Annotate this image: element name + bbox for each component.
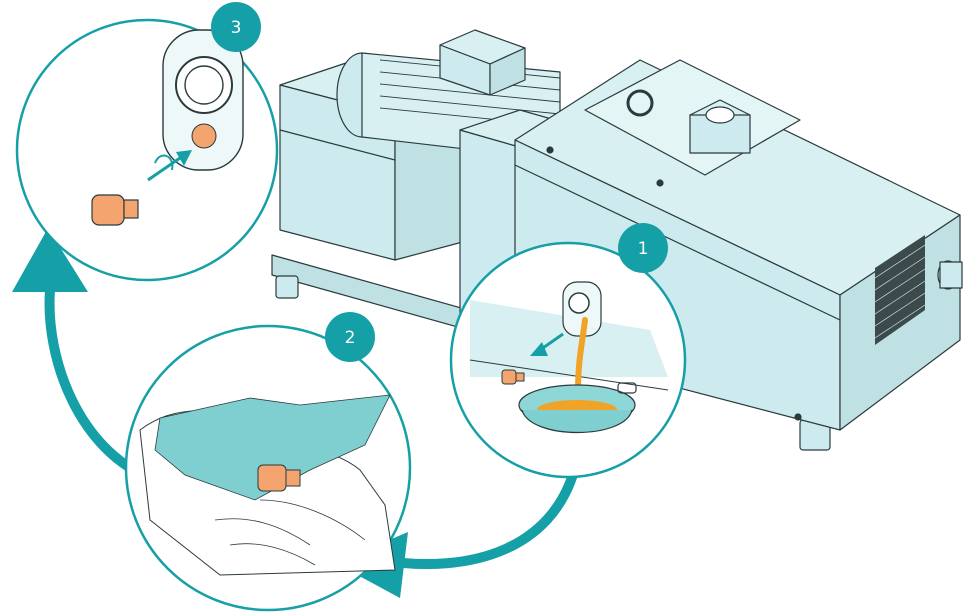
- step-3-badge: [211, 2, 261, 52]
- step-3-number: 3: [231, 18, 242, 38]
- lifting-eye: [626, 89, 654, 117]
- exhaust-pipe: [939, 261, 963, 289]
- step-1-pump-edge: [469, 359, 669, 391]
- step-2-badge: [325, 312, 375, 362]
- drain-plug-reinstall: [91, 194, 125, 226]
- pump-foot: [275, 275, 299, 299]
- oil-pan-handle: [617, 382, 637, 394]
- reinstall-arrow: [147, 156, 181, 182]
- step-3-detail: 3: [15, 2, 279, 282]
- screw: [656, 179, 664, 187]
- screw: [794, 413, 802, 421]
- drain-plug-reinstall-thread: [123, 199, 139, 219]
- drain-port-opening: [568, 292, 590, 314]
- arrow-step1-to-step2: [379, 454, 583, 570]
- step-1-pump-surface: [470, 300, 668, 377]
- reinstall-arrow-head: [176, 150, 192, 166]
- step-2-detail: 2: [124, 312, 412, 612]
- sight-glass-lens: [705, 106, 735, 124]
- step-1-number: 1: [638, 239, 649, 259]
- drain-plug-thread: [515, 372, 525, 382]
- grille-mesh: [874, 244, 926, 339]
- cleaning-cloth: [154, 394, 391, 501]
- oil-stream: [575, 317, 588, 395]
- drain-plug-wiped: [257, 464, 287, 492]
- step-1-detail: 1: [449, 223, 687, 479]
- finger-lines: [214, 499, 366, 566]
- step-2-number: 2: [345, 328, 356, 348]
- terminal-box-side: [489, 47, 526, 96]
- rotation-indicator: [154, 154, 174, 171]
- removal-arrow-head: [530, 342, 548, 356]
- screw: [546, 146, 554, 154]
- step-1-badge: [618, 223, 668, 273]
- motor-housing-line: [279, 129, 396, 161]
- pump-body-edge: [514, 164, 841, 321]
- drain-port-inner: [184, 65, 224, 105]
- drain-plug-wiped-thread: [285, 469, 301, 487]
- drain-plug: [501, 369, 517, 385]
- oil-pan-body: [521, 409, 633, 433]
- arrow-head-step3: [12, 228, 88, 292]
- drain-hole: [191, 123, 217, 149]
